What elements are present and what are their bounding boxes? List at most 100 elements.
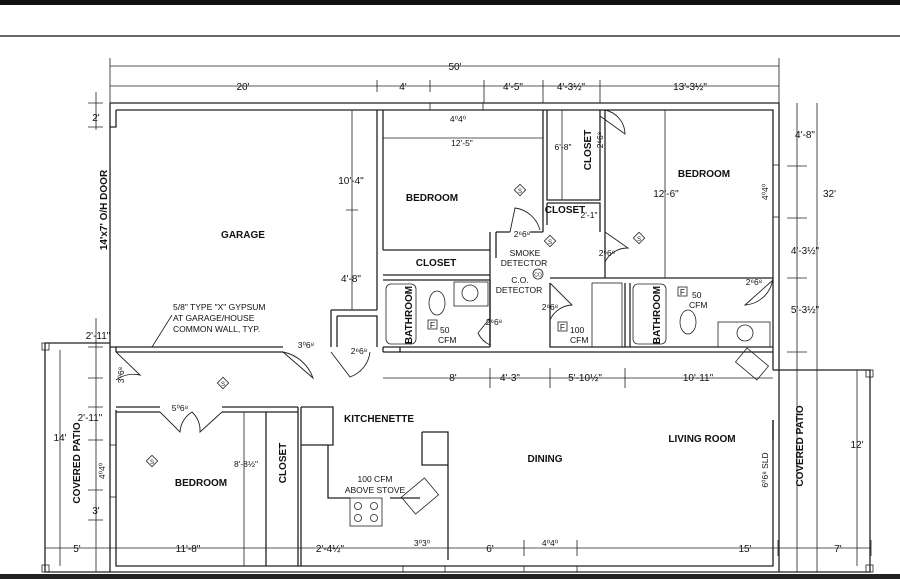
note-stove-1: 100 CFM bbox=[358, 474, 393, 484]
room-garage: GARAGE bbox=[221, 230, 265, 241]
dim-bottom-5: 7' bbox=[834, 544, 842, 555]
fan-c-icon: F bbox=[680, 287, 685, 297]
room-bathroom-a: BATHROOM bbox=[404, 286, 415, 344]
dim-right-3: 32' bbox=[823, 189, 836, 200]
smoke-icon: S bbox=[221, 382, 225, 388]
dim-bed-top-width: 12'-5" bbox=[451, 138, 473, 148]
dim-garage-b: 4'-8" bbox=[341, 274, 361, 285]
smoke-icon: S bbox=[548, 240, 552, 246]
dim-hall-c: 5'-10½" bbox=[568, 373, 602, 384]
slider-door-label: 6⁰6⁸ SLD bbox=[760, 452, 770, 487]
fan-b-icon: F bbox=[560, 322, 565, 332]
note-gypsum-2: AT GARAGE/HOUSE bbox=[173, 313, 255, 323]
kitchen-sink-icon bbox=[400, 477, 440, 515]
note-gypsum-1: 5/8" TYPE "X" GYPSUM bbox=[173, 302, 266, 312]
gypsum-leader bbox=[151, 314, 173, 348]
dim-right-1: 4'-3½" bbox=[791, 246, 820, 257]
fixtures bbox=[349, 281, 771, 527]
dim-bed-left-depth: 8'-8½" bbox=[234, 459, 258, 469]
dim-closet-small: 2'-1" bbox=[581, 210, 598, 220]
smoke-detector-icons: S S S S S bbox=[145, 183, 646, 468]
toilet-icon bbox=[428, 290, 446, 316]
dim-top-3: 4'-3½" bbox=[557, 82, 586, 93]
door-bath-b-label: 2⁶6⁸ bbox=[746, 277, 763, 287]
dim-bottom-3: 6' bbox=[486, 544, 494, 555]
dim-left-0: 2' bbox=[92, 113, 100, 124]
washer-dryer-icon bbox=[591, 282, 623, 348]
dim-top-4: 13'-3½" bbox=[673, 82, 707, 93]
dim-hall-d: 10'-11" bbox=[683, 373, 714, 384]
window-bottom-label: 4⁰4⁰ bbox=[542, 538, 559, 548]
door-closet-label: 2⁶6⁸ bbox=[351, 346, 368, 356]
door-bedroom-right-label: 2⁶6⁸ bbox=[599, 248, 616, 258]
dim-hall-b: 4'-3" bbox=[500, 373, 520, 384]
note-gypsum-3: COMMON WALL, TYP. bbox=[173, 324, 260, 334]
room-closet-b: CLOSET bbox=[583, 130, 594, 171]
room-bedroom-right: BEDROOM bbox=[678, 169, 730, 180]
window-left-label: 4⁰4⁰ bbox=[97, 462, 107, 479]
note-co-1: C.O. bbox=[511, 275, 528, 285]
room-bedroom-left: BEDROOM bbox=[175, 478, 227, 489]
window-top-label: 4⁰4⁰ bbox=[450, 114, 467, 124]
room-closet-a: CLOSET bbox=[416, 258, 457, 269]
fan-b-cfm-value: 100 bbox=[570, 325, 584, 335]
co-symbol: CO bbox=[534, 273, 542, 279]
dim-closet-depth: 6'-8" bbox=[555, 142, 572, 152]
room-closet-c: CLOSET bbox=[545, 205, 586, 216]
dim-hall-a: 8' bbox=[449, 373, 457, 384]
dimension-lines bbox=[44, 58, 872, 572]
note-oh-door: 14'x7' O/H DOOR bbox=[99, 169, 110, 250]
room-bathroom-b: BATHROOM bbox=[652, 286, 663, 344]
room-closet-d: CLOSET bbox=[278, 443, 289, 484]
door-bedroom-left-label: 5⁰6⁸ bbox=[172, 403, 189, 413]
bathtub-icon bbox=[385, 283, 417, 345]
dim-garage-a: 10'-4" bbox=[338, 176, 364, 187]
toilet-icon bbox=[679, 309, 697, 335]
dim-bottom-1: 11'-8" bbox=[176, 544, 201, 555]
fan-c-cfm-unit: CFM bbox=[689, 300, 707, 310]
smoke-icon: S bbox=[150, 460, 154, 466]
dim-overall-width: 50' bbox=[448, 62, 461, 73]
fan-a-icon: F bbox=[430, 320, 435, 330]
windows bbox=[109, 102, 780, 573]
note-smoke-1: SMOKE bbox=[510, 248, 541, 258]
door-bedroom-top-label: 2⁶6⁸ bbox=[514, 229, 531, 239]
door-utility-label: 2⁶6⁸ bbox=[542, 302, 559, 312]
door-garage-label: 3⁰6⁸ bbox=[298, 340, 315, 350]
dim-right-0: 4'-8" bbox=[795, 130, 815, 141]
dim-bottom-0: 5' bbox=[73, 544, 81, 555]
note-co-2: DETECTOR bbox=[496, 285, 543, 295]
dim-top-2: 4'-5" bbox=[503, 82, 523, 93]
stove-icon bbox=[349, 497, 383, 527]
door-hall-label: 3⁰6⁸ bbox=[116, 366, 126, 383]
door-bath-a-label: 2⁶6⁸ bbox=[486, 317, 503, 327]
fan-icons: F F F bbox=[427, 286, 688, 332]
sink-icon bbox=[717, 321, 771, 348]
dim-bed-right-depth: 12'-6" bbox=[653, 189, 679, 200]
room-living-room: LIVING ROOM bbox=[668, 434, 735, 445]
fan-b-cfm-unit: CFM bbox=[570, 335, 588, 345]
fan-a-cfm-unit: CFM bbox=[438, 335, 456, 345]
window-right-label: 4⁰4⁰ bbox=[760, 183, 770, 200]
window-kitchen-label: 3⁰3⁰ bbox=[414, 538, 431, 548]
dim-right-2: 5'-3½" bbox=[791, 305, 820, 316]
dim-left-4: 3' bbox=[92, 506, 100, 517]
room-kitchenette: KITCHENETTE bbox=[344, 414, 414, 425]
dim-left-2: 2'-11" bbox=[78, 413, 103, 424]
note-stove-2: ABOVE STOVE bbox=[345, 485, 406, 495]
water-heater-icon bbox=[734, 347, 770, 381]
dim-top-1: 4' bbox=[399, 82, 407, 93]
sink-icon bbox=[453, 281, 489, 307]
note-smoke-2: DETECTOR bbox=[501, 258, 548, 268]
patios bbox=[41, 342, 874, 573]
room-patio-right: COVERED PATIO bbox=[795, 405, 806, 487]
room-patio-left: COVERED PATIO bbox=[72, 422, 83, 504]
dim-left-1: 2'-11" bbox=[86, 331, 111, 342]
fan-c-cfm-value: 50 bbox=[692, 290, 702, 300]
bathtub-icon bbox=[632, 283, 667, 345]
dim-bottom-2: 2'-4½" bbox=[316, 544, 345, 555]
dim-patio-right-depth: 12' bbox=[850, 440, 863, 451]
door-closet-b-label: 2⁶6⁸ bbox=[595, 131, 605, 148]
